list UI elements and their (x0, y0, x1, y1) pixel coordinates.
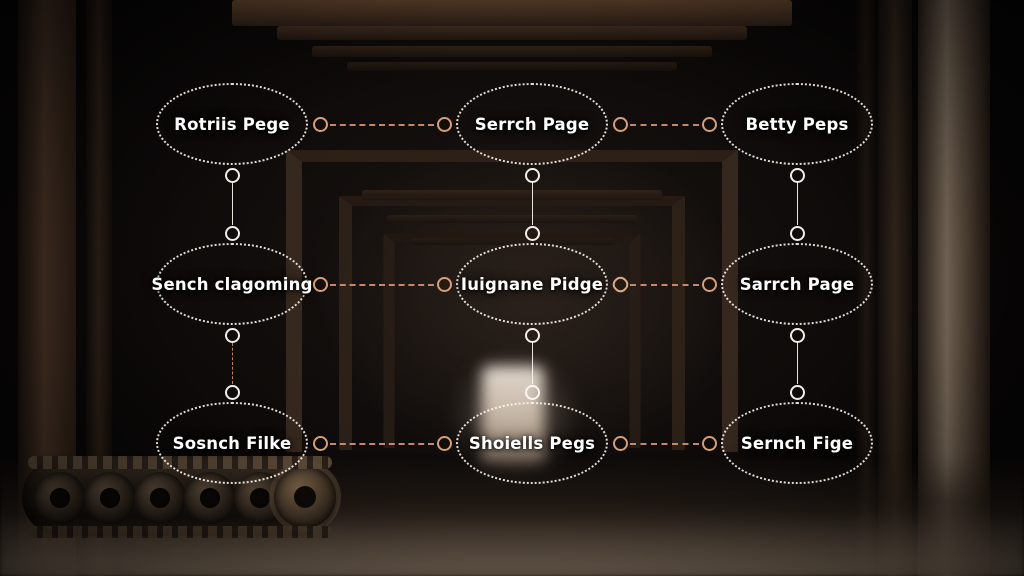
edge-endpoint-n8[interactable] (612, 435, 628, 451)
edge-endpoint-n7[interactable] (312, 435, 328, 451)
graph-edge-n1-n4 (232, 183, 233, 225)
graph-node-n3[interactable]: Betty Peps (721, 83, 873, 165)
edge-endpoint-n8[interactable] (436, 435, 452, 451)
graph-edge-n5-n8 (532, 343, 533, 384)
graph-node-n7[interactable]: Sosnch Filke (156, 402, 308, 484)
edge-endpoint-n6[interactable] (701, 276, 717, 292)
graph-edge-n1-n2 (330, 124, 434, 126)
graph-node-label: Sosnch Filke (172, 433, 292, 453)
edge-endpoint-n1[interactable] (312, 116, 328, 132)
edge-endpoint-n9[interactable] (701, 435, 717, 451)
graph-node-label: Sench clagoming (151, 274, 313, 294)
graph-node-label: Betty Peps (745, 114, 849, 134)
edge-endpoint-n5[interactable] (524, 327, 540, 343)
edge-endpoint-n6[interactable] (789, 225, 805, 241)
edge-endpoint-n4[interactable] (224, 225, 240, 241)
graph-node-n8[interactable]: Shoiells Pegs (456, 402, 608, 484)
graph-edge-n7-n8 (330, 443, 434, 445)
graph-node-n2[interactable]: Serrch Page (456, 83, 608, 165)
edge-endpoint-n5[interactable] (609, 273, 631, 295)
graph-node-label: Sarrch Page (739, 274, 855, 294)
edge-endpoint-n4[interactable] (224, 327, 240, 343)
graph-node-label: Shoiells Pegs (468, 433, 596, 453)
graph-edge-n4-n5 (330, 284, 434, 286)
graph-edge-n4-n7 (232, 343, 233, 384)
graph-node-n5[interactable]: Iuignane Pidge (456, 243, 608, 325)
edge-endpoint-n2[interactable] (612, 116, 628, 132)
graph-node-label: Sernch Fige (740, 433, 854, 453)
edge-endpoint-n9[interactable] (789, 384, 805, 400)
edge-endpoint-n7[interactable] (224, 384, 240, 400)
graph-edge-n2-n5 (532, 183, 533, 225)
graph-edge-n5-n6 (630, 284, 699, 286)
edge-endpoint-n1[interactable] (224, 167, 240, 183)
edge-endpoint-n4[interactable] (312, 276, 328, 292)
graph-node-label: Serrch Page (474, 114, 590, 134)
graph-node-n1[interactable]: Rotriis Pege (156, 83, 308, 165)
graph-edge-n2-n3 (630, 124, 699, 126)
edge-endpoint-n5[interactable] (436, 276, 452, 292)
edge-endpoint-n3[interactable] (789, 167, 805, 183)
graph-edge-n6-n9 (797, 343, 798, 384)
graph-node-n9[interactable]: Sernch Fige (721, 402, 873, 484)
edge-endpoint-n2[interactable] (436, 116, 452, 132)
edge-endpoint-n2[interactable] (524, 167, 540, 183)
graph-node-label: Rotriis Pege (174, 114, 290, 134)
edge-endpoint-n3[interactable] (701, 116, 717, 132)
graph-node-n6[interactable]: Sarrch Page (721, 243, 873, 325)
graph-edge-n3-n6 (797, 183, 798, 225)
graph-edge-n8-n9 (630, 443, 699, 445)
edge-endpoint-n6[interactable] (789, 327, 805, 343)
edge-endpoint-n5[interactable] (524, 225, 540, 241)
edge-endpoint-n8[interactable] (524, 384, 540, 400)
graph-node-label: Iuignane Pidge (460, 274, 604, 294)
graph-node-n4[interactable]: Sench clagoming (151, 243, 312, 325)
